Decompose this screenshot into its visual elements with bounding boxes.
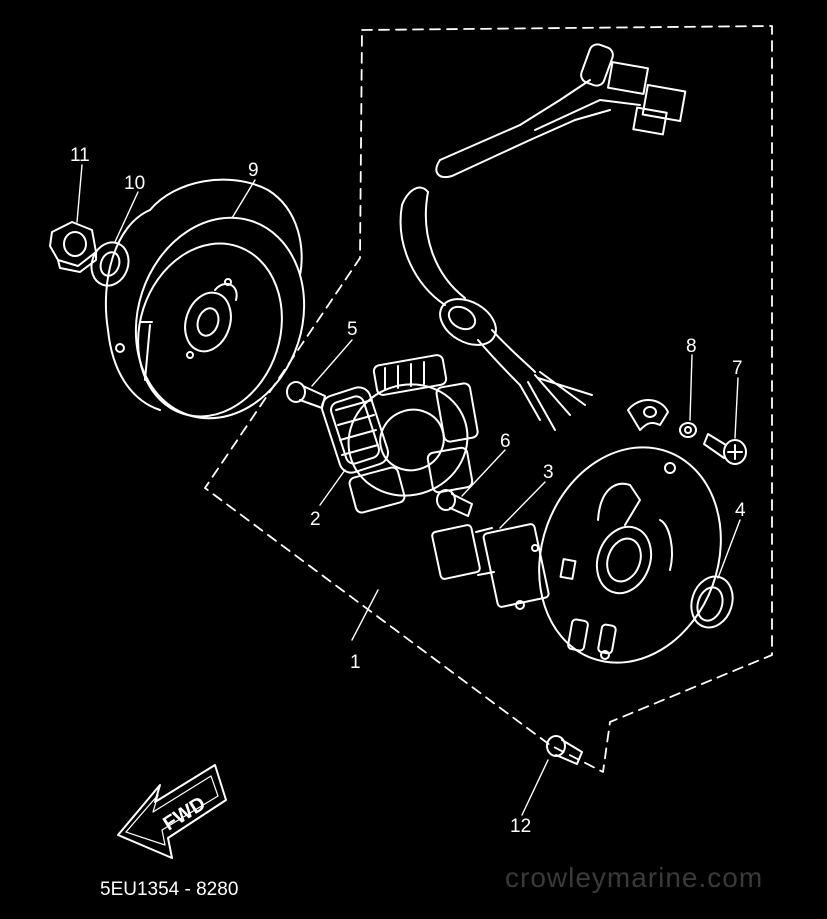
- leader-lines: [76, 164, 741, 816]
- screw-part-6: [436, 489, 473, 517]
- callout-5: 5: [347, 319, 358, 340]
- callout-8: 8: [686, 336, 697, 357]
- callout-9: 9: [248, 160, 259, 181]
- callout-10: 10: [124, 173, 145, 194]
- callout-6: 6: [500, 431, 511, 452]
- screw-part-7: [703, 433, 747, 465]
- washer-part-10: [90, 241, 130, 287]
- diagram-code: 5EU1354 - 8280: [100, 879, 238, 900]
- wire-harness: [399, 43, 687, 431]
- clamp-part-8: [627, 399, 697, 438]
- pulser-coil-part-3: [431, 523, 550, 610]
- fwd-label: FWD: [159, 793, 209, 836]
- callout-7: 7: [732, 358, 743, 379]
- callout-4: 4: [735, 500, 746, 521]
- oil-seal-part-4: [690, 575, 734, 629]
- assembly-boundary: [204, 25, 773, 773]
- watermark: crowleymarine.com: [505, 862, 763, 893]
- callout-1: 1: [350, 652, 361, 673]
- forward-direction-arrow: [117, 764, 227, 859]
- callout-2: 2: [310, 509, 321, 530]
- flywheel-part-9: [104, 178, 306, 420]
- callout-12: 12: [510, 816, 531, 837]
- callout-labels: 1 2 3 4 5 6 7 8 9 10 11 12: [70, 145, 746, 837]
- callout-3: 3: [543, 462, 554, 483]
- callout-11: 11: [70, 145, 90, 166]
- bolt-part-12: [546, 735, 583, 765]
- nut-part-11: [49, 221, 97, 273]
- stator-part-2: [320, 354, 479, 514]
- base-plate: [538, 446, 722, 664]
- bolt-part-5: [286, 381, 326, 409]
